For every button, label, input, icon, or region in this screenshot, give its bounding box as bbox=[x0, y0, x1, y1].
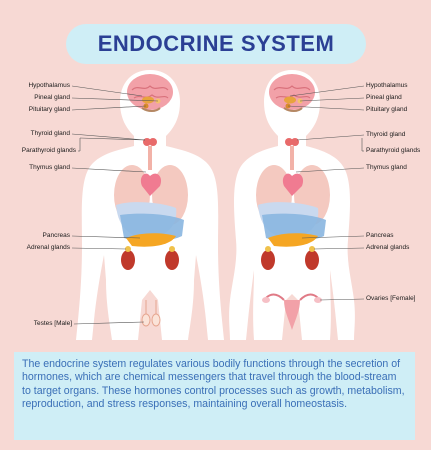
left-kidney-f bbox=[261, 250, 275, 270]
label-thyroid-left: Thyroid gland bbox=[30, 130, 70, 137]
hypothalamus bbox=[142, 96, 154, 104]
label-adrenal-left: Adrenal glands bbox=[26, 244, 70, 251]
pancreas bbox=[126, 233, 176, 247]
testes-right bbox=[151, 313, 161, 327]
testes-left bbox=[141, 313, 151, 327]
title-banner: ENDOCRINE SYSTEM bbox=[66, 24, 366, 64]
left-leader-lines bbox=[71, 85, 159, 325]
ovary-left bbox=[262, 297, 270, 303]
pancreas-f bbox=[268, 233, 318, 247]
label-thymus-right: Thymus gland bbox=[366, 164, 407, 171]
thyroid-gland-f-2 bbox=[291, 138, 299, 146]
female-body-figure bbox=[229, 70, 355, 340]
heart bbox=[140, 173, 162, 196]
label-pituitary-right: Pituitary gland bbox=[366, 106, 408, 113]
label-pancreas-right: Pancreas bbox=[366, 232, 394, 239]
male-body-figure bbox=[76, 70, 224, 340]
thyroid-gland-2 bbox=[149, 138, 157, 146]
right-adrenal bbox=[169, 246, 175, 252]
right-kidney bbox=[165, 250, 179, 270]
label-pineal-left: Pineal gland bbox=[34, 94, 70, 101]
label-hypothalamus-left: Hypothalamus bbox=[28, 82, 70, 89]
label-thymus-left: Thymus gland bbox=[29, 164, 70, 171]
label-parathyroid-right: Parathyroid glands bbox=[366, 147, 421, 154]
uterus bbox=[284, 300, 300, 330]
description-text: The endocrine system regulates various b… bbox=[22, 358, 405, 411]
label-parathyroid-left: Parathyroid glands bbox=[21, 147, 76, 154]
label-pituitary-left: Pituitary gland bbox=[28, 106, 70, 113]
label-pancreas-left: Pancreas bbox=[42, 232, 70, 239]
label-ovaries: Ovaries [Female] bbox=[366, 295, 416, 302]
male-brain bbox=[127, 74, 173, 110]
trachea bbox=[148, 146, 152, 170]
label-testes: Testes [Male] bbox=[33, 320, 72, 327]
ovary-right bbox=[314, 297, 322, 303]
right-leader-lines bbox=[287, 85, 365, 301]
heart-f bbox=[282, 173, 304, 196]
female-brain bbox=[269, 74, 315, 110]
hypothalamus-f bbox=[284, 96, 296, 104]
left-kidney bbox=[121, 250, 135, 270]
trachea-f bbox=[290, 146, 294, 170]
thyroid-gland-f bbox=[285, 138, 293, 146]
left-adrenal bbox=[125, 246, 131, 252]
label-pineal-right: Pineal gland bbox=[366, 94, 402, 101]
right-kidney-f bbox=[305, 250, 319, 270]
page-title: ENDOCRINE SYSTEM bbox=[97, 31, 335, 56]
left-adrenal-f bbox=[265, 246, 271, 252]
label-hypothalamus-right: Hypothalamus bbox=[366, 82, 408, 89]
label-thyroid-right: Thyroid gland bbox=[366, 131, 406, 138]
label-adrenal-right: Adrenal glands bbox=[366, 244, 410, 251]
right-adrenal-f bbox=[309, 246, 315, 252]
description-box: The endocrine system regulates various b… bbox=[14, 352, 415, 440]
